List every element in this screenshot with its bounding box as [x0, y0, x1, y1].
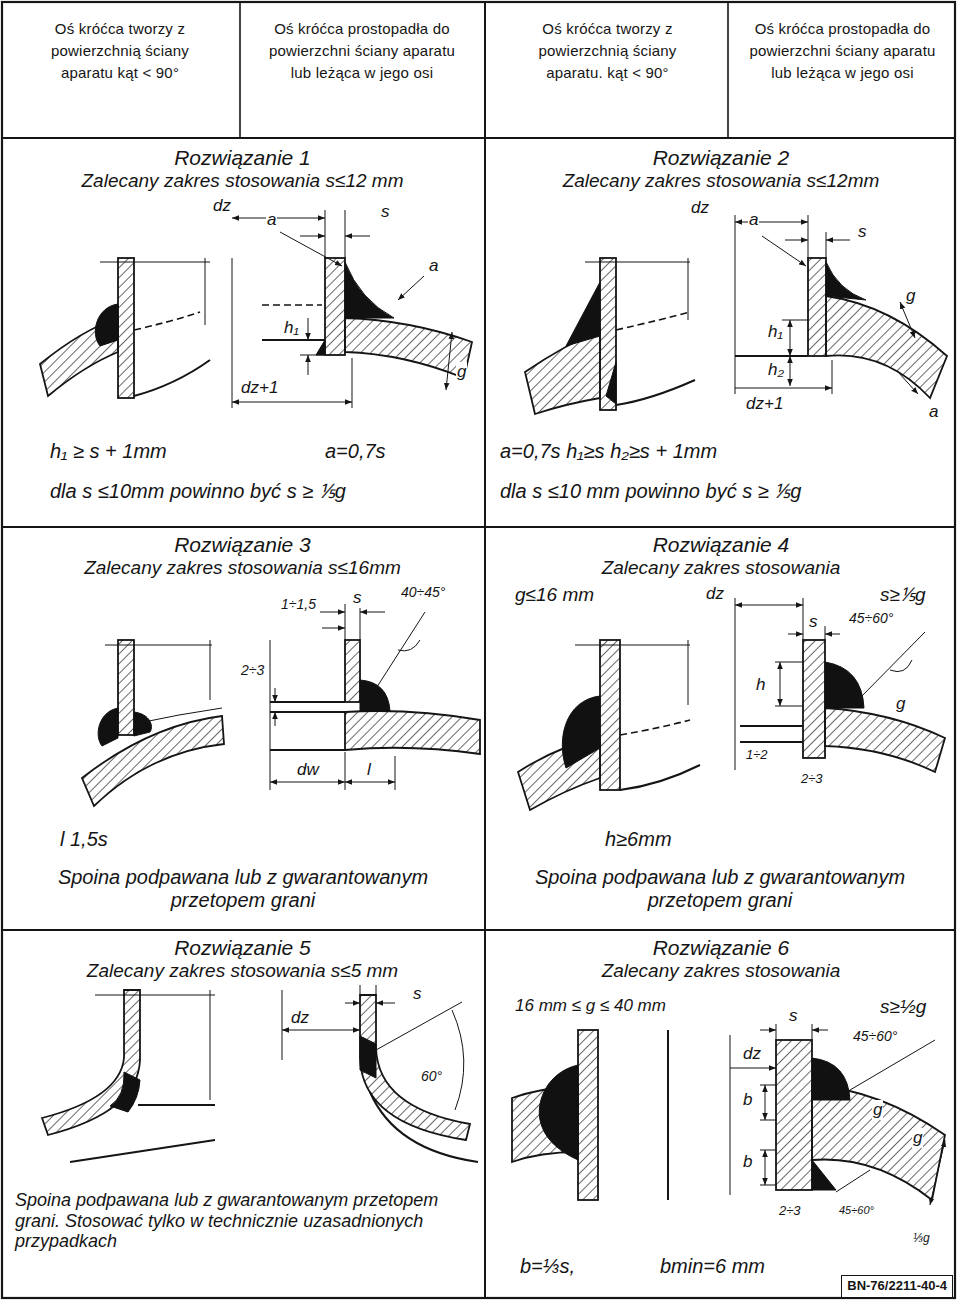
dimension-label: dw: [296, 760, 320, 780]
dimension-label: dz: [690, 198, 710, 218]
column-header: Oś króćca tworzy z powierzchnią ściany a…: [45, 18, 195, 83]
formula-note: dla s ≤10 mm powinno być s ≥ ⅕g: [500, 480, 801, 503]
solution-title: Rozwiązanie 4: [487, 533, 955, 557]
dimension-label: h₁: [283, 318, 300, 338]
formula-note: h≥6mm: [605, 828, 672, 851]
dimension-label: dz+1: [240, 378, 279, 398]
dimension-label: a: [748, 210, 759, 230]
weld-sketch: [82, 640, 224, 806]
application-range: s≥⅕g: [880, 584, 926, 606]
application-range: Zalecany zakres stosowania s≤16mm: [0, 557, 485, 579]
formula-note: dla s ≤10mm powinno być s ≥ ⅕g: [50, 480, 346, 503]
dimension-label: s: [352, 588, 363, 608]
dimension-label: b: [742, 1152, 753, 1172]
dimension-label: h₁: [767, 322, 784, 342]
formula-note: a=0,7s: [325, 440, 386, 463]
dimension-label: a: [928, 402, 939, 422]
dimension-label: b: [742, 1090, 753, 1110]
dimension-label: dz+1: [745, 394, 784, 414]
dimension-label: s: [788, 1006, 799, 1026]
dimension-label: 1÷2: [745, 748, 769, 763]
dimension-label: ⅓g: [912, 1232, 931, 1246]
dimension-label: 2÷3: [778, 1204, 802, 1219]
application-range: 16 mm ≤ g ≤ 40 mm: [515, 996, 666, 1016]
weld-sketch: [282, 985, 478, 1162]
weld-sketch: [525, 258, 695, 414]
column-header: Oś króćca prostopadła do powierzchni ści…: [740, 18, 945, 83]
solution-title: Rozwiązanie 1: [0, 146, 485, 170]
application-range: Zalecany zakres stosowania: [487, 960, 955, 982]
formula-note: h₁ ≥ s + 1mm: [50, 440, 167, 463]
application-range: Zalecany zakres stosowania s≤5 mm: [0, 960, 485, 982]
dimension-label: s: [808, 612, 819, 632]
solution-title: Rozwiązanie 5: [0, 936, 485, 960]
weld-sketch: [735, 598, 945, 772]
dimension-label: dz: [212, 196, 232, 216]
dimension-label: s: [857, 222, 868, 242]
application-range: Zalecany zakres stosowania s≤12mm: [487, 170, 955, 192]
column-header: Oś króćca prostopadła do powierzchni ści…: [262, 18, 462, 83]
application-range: Zalecany zakres stosowania: [487, 557, 955, 579]
dimension-label: 2÷3: [800, 772, 824, 787]
dimension-label: 45÷60°: [838, 1204, 875, 1217]
weld-note: Spoina podpawana lub z gwarantowanym prz…: [8, 866, 478, 912]
application-range: s≥½g: [880, 996, 926, 1018]
dimension-label: s: [412, 984, 423, 1004]
weld-sketch: [270, 604, 480, 790]
weld-sketch: [735, 215, 947, 398]
dimension-label: 1÷1,5: [280, 596, 317, 612]
weld-sketch: [232, 210, 472, 408]
dimension-label: dz: [290, 1008, 310, 1028]
weld-note: Spoina podpawana lub z gwarantowanym prz…: [15, 1190, 475, 1252]
dimension-label: dz: [742, 1044, 762, 1064]
dimension-label: 45÷60°: [852, 1028, 898, 1044]
column-header: Oś króćca tworzy z powierzchnią ściany a…: [530, 18, 685, 83]
solution-title: Rozwiązanie 3: [0, 533, 485, 557]
formula-note: b=⅓s,: [520, 1255, 575, 1278]
dimension-label: h: [755, 675, 766, 695]
dimension-label: a: [266, 210, 277, 230]
dimension-label: 40÷45°: [400, 584, 446, 600]
dimension-label: s: [380, 202, 391, 222]
dimension-label: g: [872, 1100, 883, 1120]
application-range: g≤16 mm: [515, 584, 594, 606]
dimension-label: 60°: [420, 1068, 443, 1084]
weld-sketch: [512, 1030, 668, 1200]
weld-note: Spoina podpawana lub z gwarantowanym prz…: [495, 866, 945, 912]
dimension-label: dz: [705, 584, 725, 604]
weld-sketch: [730, 1024, 945, 1205]
formula-note: a=0,7s h₁≥s h₂≥s + 1mm: [500, 440, 717, 463]
dimension-label: g: [905, 286, 916, 306]
weld-sketch: [518, 640, 700, 810]
dimension-label: g: [456, 362, 467, 382]
dimension-label: g: [912, 1128, 923, 1148]
dimension-label: a: [428, 256, 439, 276]
solution-title: Rozwiązanie 6: [487, 936, 955, 960]
dimension-label: l: [366, 760, 372, 780]
dimension-label: h₂: [767, 360, 785, 380]
standard-number: BN-76/2211-40-4: [847, 1278, 947, 1295]
formula-note: bmin=6 mm: [660, 1255, 765, 1278]
dimension-label: g: [895, 694, 906, 714]
weld-sketch: [42, 990, 215, 1162]
standard-number-box: BN-76/2211-40-4: [841, 1275, 953, 1298]
weld-sketch: [40, 258, 210, 398]
dimension-label: 2÷3: [240, 662, 265, 678]
formula-note: l 1,5s: [60, 828, 108, 851]
dimension-label: 45÷60°: [848, 610, 894, 626]
solution-title: Rozwiązanie 2: [487, 146, 955, 170]
application-range: Zalecany zakres stosowania s≤12 mm: [0, 170, 485, 192]
